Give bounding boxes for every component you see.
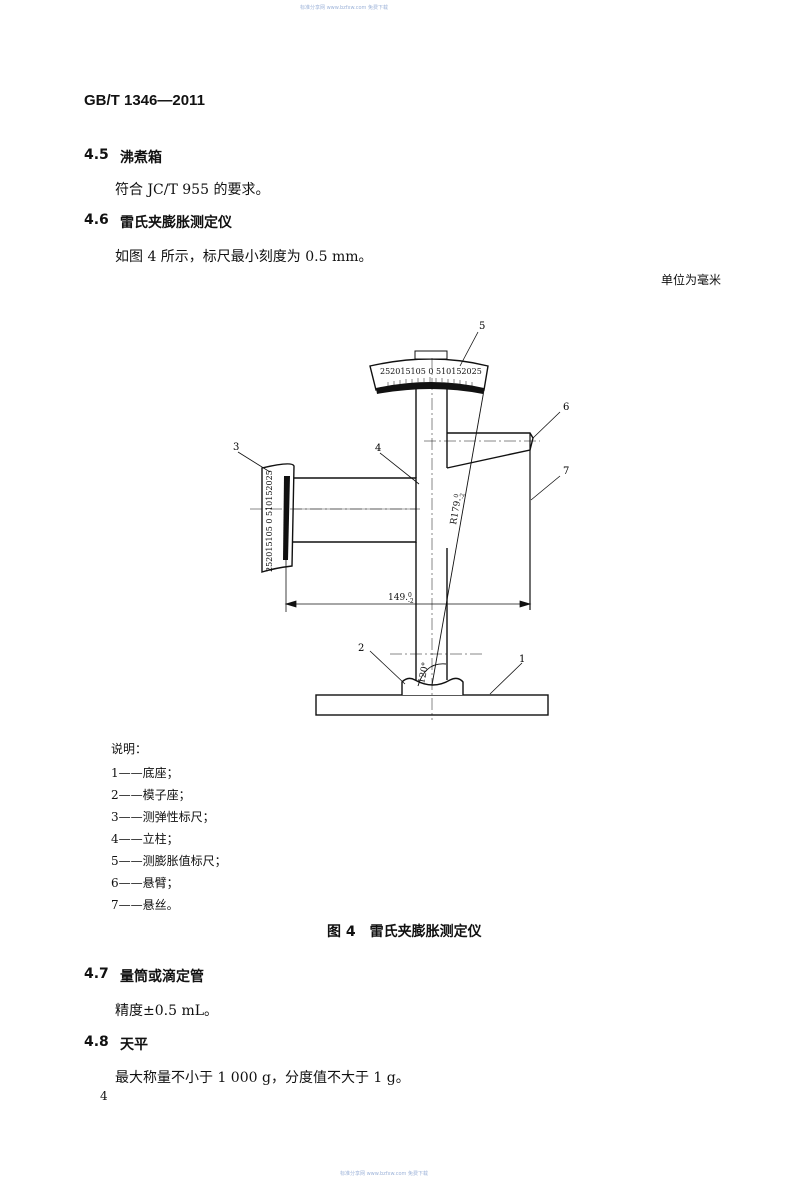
top-scale-ticks — [387, 377, 473, 386]
mold-seat-part — [401, 677, 464, 695]
legend-item-5: 5——测膨胀值标尺； — [111, 854, 227, 868]
legend-title: 说明： — [111, 742, 148, 756]
legend-item-2: 2——模子座； — [111, 788, 191, 802]
column-part — [415, 384, 448, 680]
legend-item-7: 7——悬丝。 — [111, 898, 179, 912]
legend-item-3: 3——测弹性标尺； — [111, 810, 215, 824]
top-scale-label: 252015105 0 510152025 — [380, 367, 482, 376]
cantilever-part — [446, 432, 534, 469]
section-4-5-title: 沸煮箱 — [120, 150, 162, 166]
watermark-bottom: 标准分享网 www.bzfxw.com 免费下载 — [340, 1171, 428, 1177]
callout-5: 5 — [479, 321, 485, 332]
expansion-clamp-figure: 252015105 0 510152025 252015105 0 510152… — [233, 321, 569, 720]
dim-width: 149.0-2 — [388, 592, 414, 605]
callout-7: 7 — [563, 466, 569, 477]
legend-item-4: 4——立柱； — [111, 832, 179, 846]
section-4-7-title: 量筒或滴定管 — [120, 969, 204, 985]
watermark-top: 标准分享网 www.bzfxw.com 免费下载 — [300, 5, 388, 11]
dim-angle: 120° — [417, 661, 431, 684]
section-4-8-title: 天平 — [120, 1037, 148, 1053]
legend-item-1: 1——底座； — [111, 766, 179, 780]
section-4-5-body: 符合 JC/T 955 的要求。 — [115, 182, 270, 198]
section-4-6-body: 如图 4 所示，标尺最小刻度为 0.5 mm。 — [115, 249, 373, 265]
callout-2: 2 — [358, 643, 364, 654]
callout-6: 6 — [563, 402, 569, 413]
standard-header: GB/T 1346—2011 — [84, 92, 205, 109]
left-arm — [284, 477, 417, 543]
section-4-6-title: 雷氏夹膨胀测定仪 — [120, 215, 232, 231]
callout-3: 3 — [233, 442, 239, 453]
figure-caption: 图 4 雷氏夹膨胀测定仪 — [327, 924, 482, 940]
section-4-8-number: 4.8 — [84, 1034, 109, 1050]
section-4-7-number: 4.7 — [84, 966, 109, 982]
section-4-8-body: 最大称量不小于 1 000 g，分度值不大于 1 g。 — [115, 1070, 410, 1086]
legend-item-6: 6——悬臂； — [111, 876, 179, 890]
section-4-5-number: 4.5 — [84, 147, 109, 163]
unit-note: 单位为毫米 — [661, 273, 722, 287]
callout-4: 4 — [375, 443, 381, 454]
page-number: 4 — [100, 1089, 108, 1103]
section-4-7-body: 精度±0.5 mL。 — [115, 1003, 219, 1019]
callout-1: 1 — [519, 654, 525, 665]
section-4-6-number: 4.6 — [84, 212, 109, 228]
left-scale-label: 252015105 0 510152025 — [265, 470, 274, 572]
dim-radius: R179.0-2 — [448, 491, 466, 525]
